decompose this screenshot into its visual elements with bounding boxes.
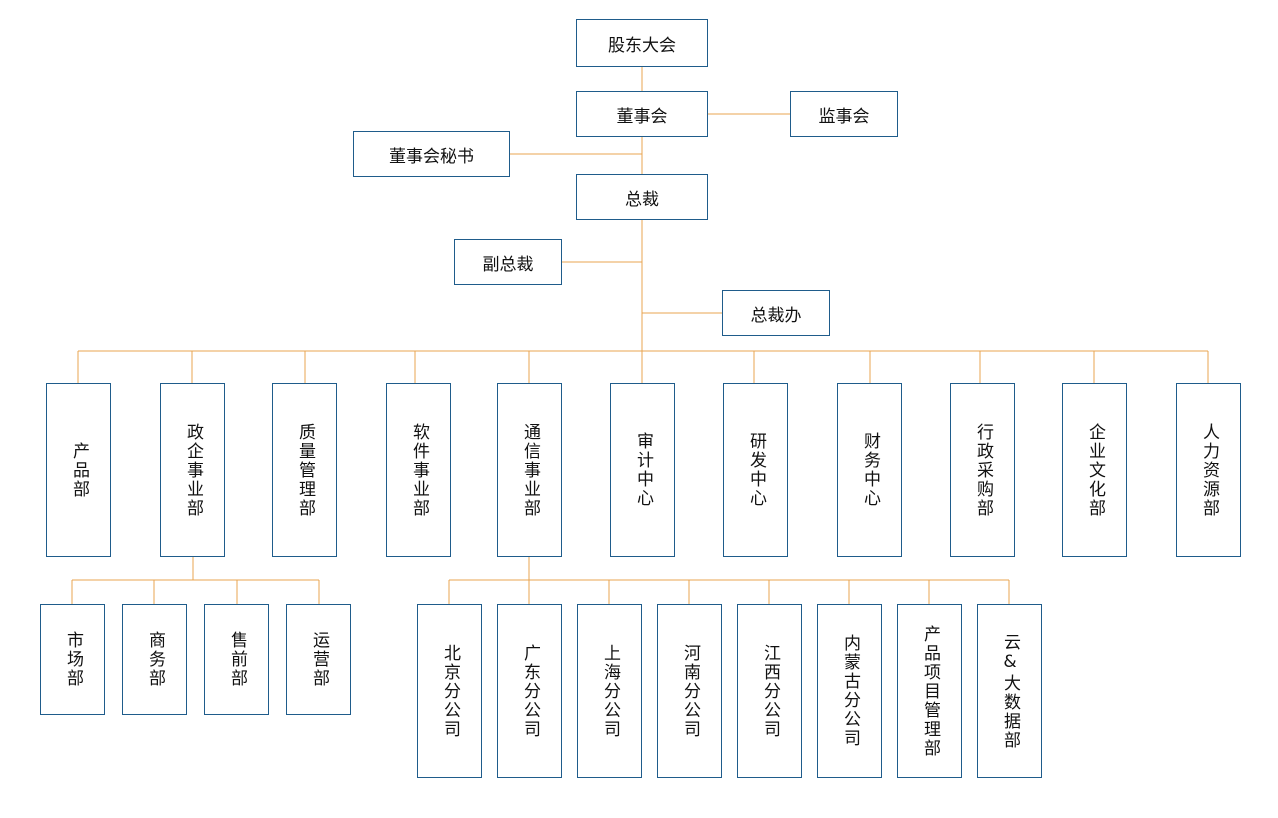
dept-label: 通信事业部 bbox=[520, 422, 540, 518]
node-board: 董事会 bbox=[576, 91, 708, 137]
dept-label: 研发中心 bbox=[746, 432, 766, 508]
comm-sub-box: 上海分公司 bbox=[577, 604, 642, 778]
dept-box: 质量管理部 bbox=[272, 383, 337, 557]
dept-label: 行政采购部 bbox=[973, 422, 993, 518]
node-board-secretary: 董事会秘书 bbox=[353, 131, 510, 177]
dept-box: 审计中心 bbox=[610, 383, 675, 557]
dept-label: 产品部 bbox=[69, 441, 89, 499]
gov-sub-label: 运营部 bbox=[309, 631, 329, 688]
dept-box: 研发中心 bbox=[723, 383, 788, 557]
comm-sub-label: 广东分公司 bbox=[520, 643, 540, 739]
comm-sub-label: 北京分公司 bbox=[440, 643, 460, 739]
gov-sub-label: 售前部 bbox=[227, 631, 247, 688]
dept-box: 财务中心 bbox=[837, 383, 902, 557]
gov-sub-box: 商务部 bbox=[122, 604, 187, 715]
node-president-office: 总裁办 bbox=[722, 290, 830, 336]
gov-sub-label: 市场部 bbox=[63, 631, 83, 688]
gov-sub-box: 售前部 bbox=[204, 604, 269, 715]
gov-sub-box: 运营部 bbox=[286, 604, 351, 715]
node-supervisors: 监事会 bbox=[790, 91, 898, 137]
comm-sub-label: 江西分公司 bbox=[760, 643, 780, 739]
comm-sub-box: 广东分公司 bbox=[497, 604, 562, 778]
gov-sub-box: 市场部 bbox=[40, 604, 105, 715]
gov-sub-label: 商务部 bbox=[145, 631, 165, 688]
dept-box: 人力资源部 bbox=[1176, 383, 1241, 557]
dept-label: 人力资源部 bbox=[1199, 422, 1219, 518]
node-shareholders: 股东大会 bbox=[576, 19, 708, 67]
dept-box: 企业文化部 bbox=[1062, 383, 1127, 557]
dept-label: 财务中心 bbox=[860, 432, 880, 508]
dept-label: 软件事业部 bbox=[409, 422, 429, 518]
comm-sub-box: 江西分公司 bbox=[737, 604, 802, 778]
comm-sub-box: 内蒙古分公司 bbox=[817, 604, 882, 778]
comm-sub-box: 产品项目管理部 bbox=[897, 604, 962, 778]
dept-box: 通信事业部 bbox=[497, 383, 562, 557]
dept-label: 质量管理部 bbox=[295, 422, 315, 518]
comm-sub-label: 内蒙古分公司 bbox=[840, 634, 860, 748]
dept-box: 政企事业部 bbox=[160, 383, 225, 557]
comm-sub-label: 上海分公司 bbox=[600, 643, 620, 739]
dept-label: 审计中心 bbox=[633, 432, 653, 508]
dept-box: 产品部 bbox=[46, 383, 111, 557]
comm-sub-box: 北京分公司 bbox=[417, 604, 482, 778]
dept-box: 软件事业部 bbox=[386, 383, 451, 557]
comm-sub-box: 云&大数据部 bbox=[977, 604, 1042, 778]
node-vice-president: 副总裁 bbox=[454, 239, 562, 285]
comm-sub-label: 云&大数据部 bbox=[1000, 632, 1020, 750]
comm-sub-box: 河南分公司 bbox=[657, 604, 722, 778]
dept-box: 行政采购部 bbox=[950, 383, 1015, 557]
comm-sub-label: 河南分公司 bbox=[680, 643, 700, 739]
dept-label: 企业文化部 bbox=[1085, 422, 1105, 518]
dept-label: 政企事业部 bbox=[183, 422, 203, 518]
comm-sub-label: 产品项目管理部 bbox=[920, 624, 940, 758]
node-president: 总裁 bbox=[576, 174, 708, 220]
